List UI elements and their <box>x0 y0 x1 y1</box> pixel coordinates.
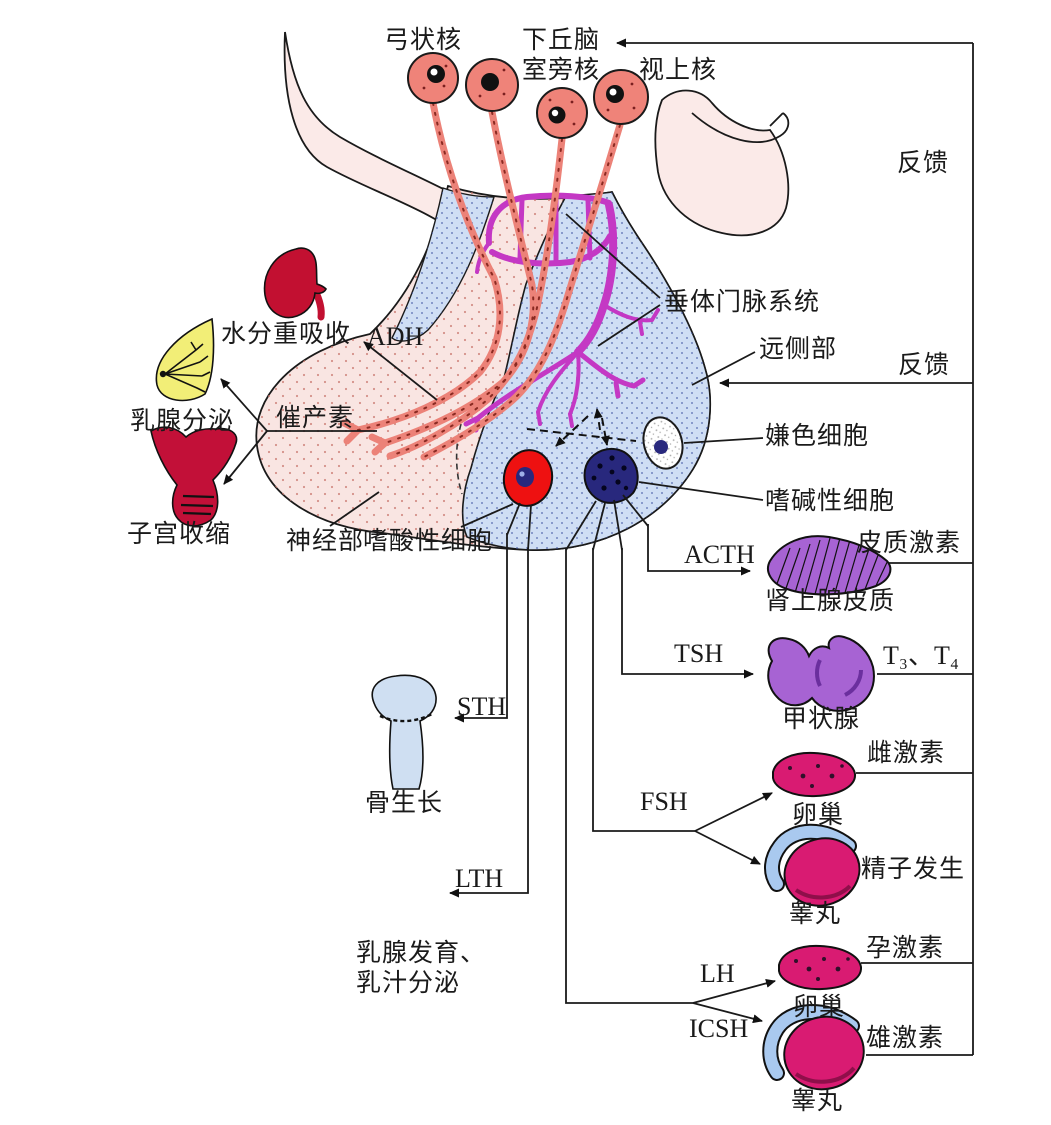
fsh-line <box>592 548 695 832</box>
label-pars-nervosa: 神经部 <box>286 528 365 555</box>
label-lh: LH <box>700 959 735 988</box>
label-feedback-top: 反馈 <box>897 150 950 177</box>
adrenal-cortex-shape <box>767 535 892 596</box>
neuron-cell-bodies <box>407 52 649 139</box>
label-adrenal-cortex: 肾上腺皮质 <box>765 588 896 615</box>
arcuate-neuron-1 <box>407 52 459 104</box>
nervosa-ridge-line <box>455 423 463 495</box>
portal-pointer-2 <box>597 304 661 347</box>
testis-shape-icsh <box>762 1004 865 1091</box>
testis-shape-fsh <box>764 823 861 907</box>
ovary-shape-fsh <box>772 751 856 798</box>
label-ovary-lh: 卵巢 <box>793 994 846 1021</box>
label-spermatogenesis: 精子发生 <box>861 856 966 883</box>
supraoptic-neuron <box>593 69 649 125</box>
dashed-release-arrows <box>526 408 637 447</box>
label-lth: LTH <box>455 864 504 893</box>
label-acidophil-cell: 嗜酸性细胞 <box>363 528 494 555</box>
uterus-shape <box>150 426 238 527</box>
label-t3-t4: T₃、T₄ <box>883 641 959 670</box>
chromophobe-pointer <box>683 437 764 444</box>
lth-line <box>449 548 529 898</box>
label-arcuate-nucleus: 弓状核 <box>384 27 463 54</box>
ovary-shape-lh <box>778 944 862 991</box>
brain-curl-line <box>691 112 790 143</box>
pars-distalis-pointer <box>691 351 756 386</box>
label-ovary-fsh: 卵巢 <box>792 802 845 829</box>
lh-icsh-line <box>565 548 693 1004</box>
label-chromophobe-cell: 嫌色细胞 <box>765 423 870 450</box>
portal-system <box>463 192 660 433</box>
label-cortical-hormone: 皮质激素 <box>857 530 962 557</box>
label-icsh: ICSH <box>689 1014 749 1043</box>
acidophil-pointer <box>460 503 514 528</box>
label-estrogen: 雌激素 <box>867 740 946 767</box>
portal-pointer-1 <box>565 213 661 299</box>
label-adh: ADH <box>367 322 424 351</box>
label-bone-growth: 骨生长 <box>365 790 444 817</box>
arcuate-neuron-2 <box>465 58 519 112</box>
label-progesterone: 孕激素 <box>866 935 945 962</box>
label-sth: STH <box>457 692 507 721</box>
label-portal-system: 垂体门脉系统 <box>664 289 821 316</box>
label-tsh: TSH <box>674 639 724 668</box>
kidney-shape <box>263 247 327 321</box>
breast-shape-oxytocin <box>155 317 215 402</box>
label-paraventricular-nucleus: 室旁核 <box>522 57 601 84</box>
basophil-pointer <box>638 481 764 501</box>
label-oxytocin: 催产素 <box>276 405 355 432</box>
label-androgen: 雄激素 <box>866 1025 945 1052</box>
sth-line <box>454 533 508 723</box>
label-testis-fsh: 睾丸 <box>789 901 842 928</box>
pars-nervosa-pointer <box>329 491 380 527</box>
label-fsh: FSH <box>640 787 688 816</box>
label-mammary-secretion: 乳腺分泌 <box>130 408 235 435</box>
label-hypothalamus: 下丘脑 <box>522 27 601 54</box>
chromophobe-cell-shape <box>642 416 684 470</box>
label-basophil-cell: 嗜碱性细胞 <box>765 488 896 515</box>
thyroid-shape <box>767 635 875 712</box>
tsh-line <box>621 548 754 679</box>
connector-lines <box>220 38 974 1056</box>
label-milk-secretion: 乳汁分泌 <box>356 970 461 997</box>
adh-arrow <box>363 341 438 401</box>
label-mammary-development: 乳腺发育、 <box>356 940 487 967</box>
bone-shape <box>371 674 437 790</box>
label-pars-distalis: 远侧部 <box>759 336 838 363</box>
paraventricular-neuron <box>536 87 588 139</box>
label-water-reabsorption: 水分重吸收 <box>221 321 352 348</box>
label-acth: ACTH <box>684 540 755 569</box>
label-uterine-contraction: 子宫收缩 <box>127 521 232 548</box>
label-thyroid: 甲状腺 <box>782 706 861 733</box>
label-feedback-middle: 反馈 <box>898 352 951 379</box>
acidophil-cell-shape <box>502 449 554 507</box>
acth-line <box>647 524 751 576</box>
label-supraoptic-nucleus: 视上核 <box>639 57 718 84</box>
basophil-cell-shape <box>583 448 639 504</box>
label-testis-icsh: 睾丸 <box>791 1088 844 1115</box>
